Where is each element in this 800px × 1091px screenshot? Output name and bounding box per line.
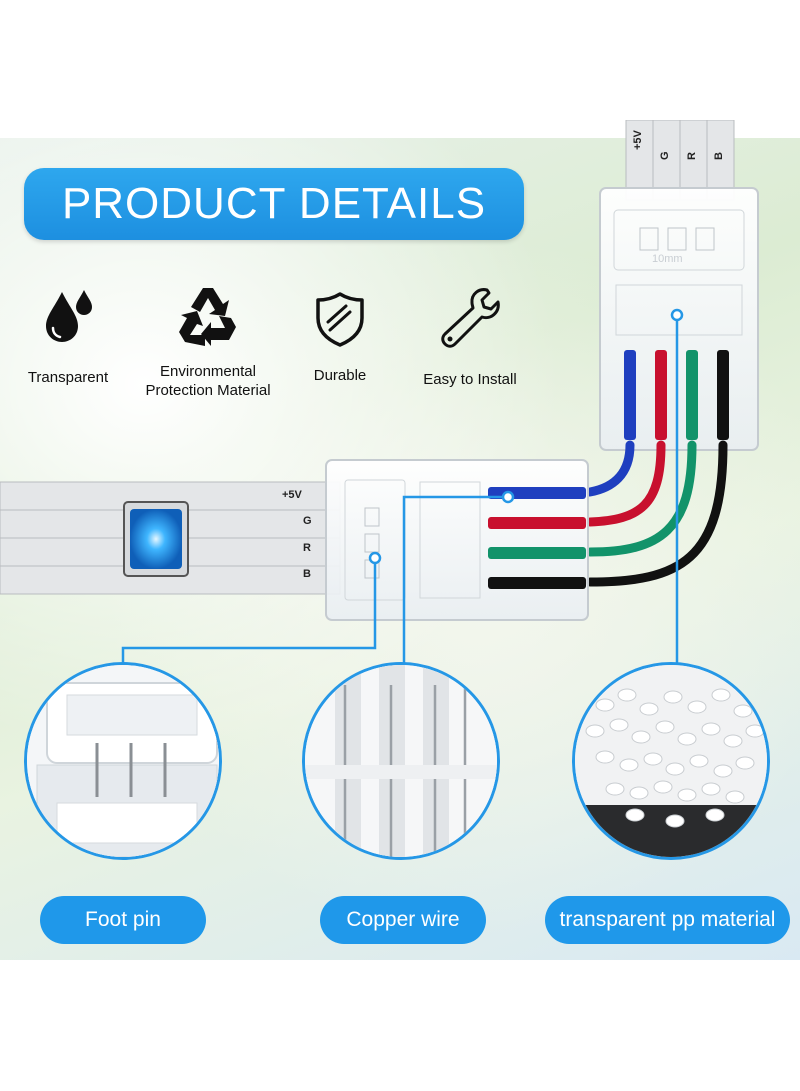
- copper-wire-closeup: [305, 665, 497, 857]
- title-banner: PRODUCT DETAILS: [24, 168, 524, 240]
- feature-label-2: Protection Material: [145, 382, 271, 399]
- feature-durable: Durable: [260, 290, 420, 385]
- strip-label-r-h: R: [303, 542, 311, 554]
- shield-icon: [316, 292, 364, 347]
- strip-label-b-h: B: [303, 568, 311, 580]
- feature-label: Durable: [313, 367, 367, 384]
- strip-label-r: R: [686, 152, 698, 160]
- horizontal-connector: [325, 459, 589, 621]
- pp-pellets-closeup: [575, 665, 767, 857]
- connector-mark: 10mm: [652, 253, 683, 265]
- detail-foot-pin: [24, 662, 222, 860]
- vertical-led-strip: [625, 120, 735, 201]
- detail-pp-material: [572, 662, 770, 860]
- feature-easy-install: Easy to Install: [390, 284, 550, 389]
- label-pp-material: transparent pp material: [545, 896, 790, 944]
- strip-label-g: G: [659, 151, 671, 160]
- rgb-wires: [585, 440, 728, 587]
- strip-label-g-h: G: [303, 515, 312, 527]
- strip-label-5v-h: +5V: [282, 489, 302, 501]
- callout-dot: [368, 551, 382, 565]
- label-foot-pin: Foot pin: [40, 896, 206, 944]
- recycle-icon: [179, 288, 236, 346]
- feature-transparent: Transparent: [0, 284, 148, 387]
- feature-label: Transparent: [27, 369, 109, 386]
- strip-label-5v: +5V: [632, 130, 644, 150]
- label-copper-wire: Copper wire: [320, 896, 486, 944]
- detail-copper-wire: [302, 662, 500, 860]
- feature-environmental: Environmental Protection Material: [128, 280, 288, 400]
- callout-dot: [501, 490, 515, 504]
- horizontal-led-strip: [0, 481, 341, 595]
- feature-label: Easy to Install: [423, 371, 517, 388]
- connector-illustration: [0, 120, 759, 762]
- water-drops-icon: [46, 290, 92, 342]
- strip-label-b: B: [713, 152, 725, 160]
- wrench-icon: [441, 288, 500, 348]
- feature-label: Environmental: [160, 363, 256, 380]
- foot-pin-closeup: [27, 665, 219, 857]
- callout-dot: [670, 308, 684, 322]
- page-title: PRODUCT DETAILS: [61, 179, 487, 228]
